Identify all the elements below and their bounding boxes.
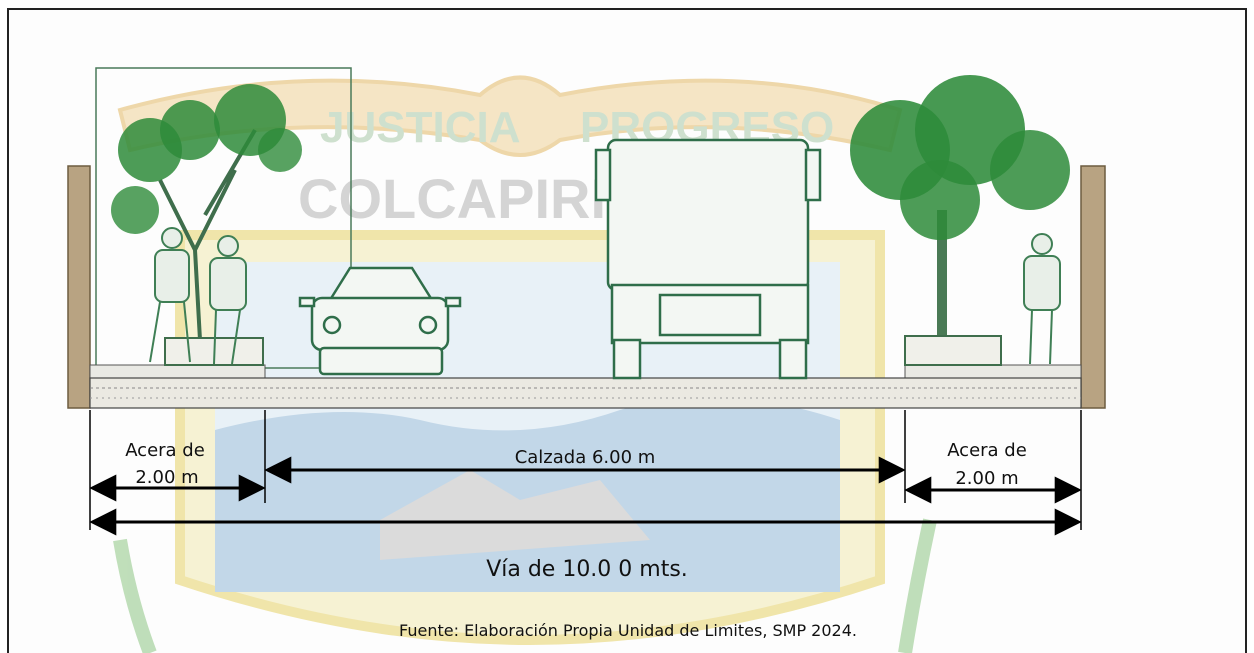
- source-caption: Fuente: Elaboración Propia Unidad de Lim…: [399, 621, 857, 640]
- tree-icon: [850, 75, 1070, 340]
- roadway-label: Calzada 6.00 m: [515, 447, 656, 468]
- road-slab: [89, 364, 1082, 409]
- pedestrian-icon: [149, 227, 191, 363]
- right-sidewalk-label: Acera de: [947, 440, 1027, 461]
- pedestrian-icon: [209, 235, 247, 365]
- bus-icon: [594, 138, 822, 380]
- right-sidewalk-value: 2.00 m: [955, 468, 1018, 489]
- right-boundary-wall: [1080, 165, 1106, 409]
- left-boundary-wall: [67, 165, 91, 409]
- pedestrian-icon: [1023, 233, 1061, 365]
- total-width-label: Vía de 10.0 0 mts.: [486, 557, 688, 582]
- watermark-banner-left: JUSTICIA: [320, 103, 520, 152]
- right-planter: [904, 335, 1002, 366]
- left-sidewalk-value: 2.00 m: [135, 467, 198, 488]
- tree-icon: [111, 84, 302, 341]
- car-icon: [298, 266, 462, 376]
- left-sidewalk-label: Acera de: [125, 440, 205, 461]
